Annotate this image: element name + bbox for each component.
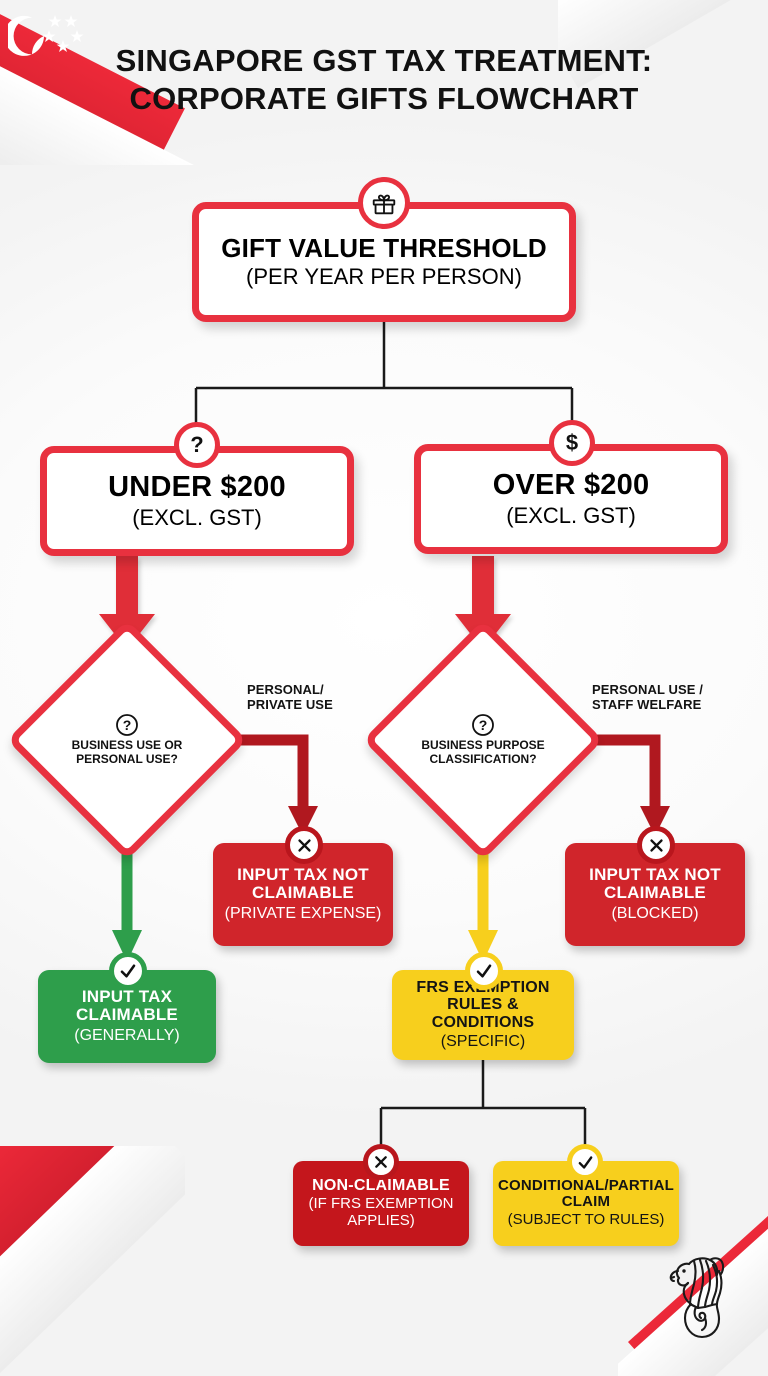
node-conditional-partial-claim-title: CONDITIONAL/PARTIAL CLAIM: [498, 1176, 675, 1211]
branch-label-personal-use-staff-welfare: PERSONAL USE / STAFF WELFARE: [592, 682, 703, 713]
node-over-200-subtitle: (EXCL. GST): [506, 502, 636, 528]
node-gift-value-threshold-title: GIFT VALUE THRESHOLD: [221, 233, 547, 264]
branch-label-personal-private-use: PERSONAL/ PRIVATE USE: [247, 682, 333, 713]
decision-business-or-personal-use-label: BUSINESS USE OR PERSONAL USE?: [71, 738, 183, 766]
cross-icon-badge-private-expense: [285, 826, 323, 864]
node-input-tax-claimable-subtitle: (GENERALLY): [74, 1027, 180, 1045]
decision-business-purpose-classification[interactable]: ? BUSINESS PURPOSE CLASSIFICATION?: [362, 619, 604, 861]
node-input-tax-not-claimable-blocked-title: INPUT TAX NOT CLAIMABLE: [589, 864, 721, 903]
check-icon: [120, 964, 136, 978]
page-title-line-2: CORPORATE GIFTS FLOWCHART: [129, 81, 639, 117]
question-mark-icon-badge-under-200: ?: [174, 422, 220, 468]
page-title-line-1: SINGAPORE GST TAX TREATMENT:: [115, 43, 653, 78]
node-under-200-subtitle: (EXCL. GST): [132, 504, 262, 530]
node-frs-exemption-rules[interactable]: FRS EXEMPTION RULES & CONDITIONS (SPECIF…: [392, 970, 574, 1060]
cross-icon: [649, 838, 663, 852]
question-mark-icon: ?: [472, 714, 494, 737]
check-icon-badge-frs: [465, 952, 503, 990]
node-frs-exemption-rules-subtitle: (SPECIFIC): [440, 1032, 526, 1050]
gift-icon-badge: [358, 177, 410, 229]
decision-business-or-personal-use[interactable]: ? BUSINESS USE OR PERSONAL USE?: [6, 619, 248, 861]
node-gift-value-threshold-subtitle: (PER YEAR PER PERSON): [246, 264, 522, 290]
page-title: SINGAPORE GST TAX TREATMENT: CORPORATE G…: [0, 42, 768, 119]
cross-icon-badge-blocked: [637, 826, 675, 864]
cross-icon: [375, 1156, 387, 1168]
check-icon-badge-claimable: [109, 952, 147, 990]
node-input-tax-not-claimable-private-expense-title: INPUT TAX NOT CLAIMABLE: [237, 864, 369, 903]
question-mark-icon: ?: [190, 432, 204, 457]
check-icon: [476, 964, 492, 978]
check-icon: [578, 1155, 592, 1169]
svg-text:?: ?: [123, 717, 132, 733]
node-input-tax-not-claimable-blocked-subtitle: (BLOCKED): [611, 905, 699, 923]
node-under-200-title: UNDER $200: [108, 470, 286, 503]
node-input-tax-not-claimable-private-expense-subtitle: (PRIVATE EXPENSE): [224, 905, 382, 923]
node-non-claimable-subtitle: (IF FRS EXEMPTION APPLIES): [308, 1195, 454, 1230]
node-input-tax-claimable-title: INPUT TAX CLAIMABLE: [76, 986, 178, 1025]
node-conditional-partial-claim-subtitle: (SUBJECT TO RULES): [507, 1211, 665, 1229]
gift-icon: [372, 194, 396, 215]
node-non-claimable-title: NON-CLAIMABLE: [312, 1177, 450, 1195]
check-icon-badge-conditional: [567, 1144, 603, 1180]
cross-icon: [297, 838, 311, 852]
cross-icon-badge-non-claimable: [363, 1144, 399, 1180]
dollar-sign-icon-badge-over-200: $: [549, 420, 595, 466]
decision-business-purpose-classification-label: BUSINESS PURPOSE CLASSIFICATION?: [421, 738, 545, 766]
node-over-200-title: OVER $200: [492, 468, 650, 501]
svg-text:?: ?: [479, 717, 488, 733]
dollar-sign-icon: $: [565, 430, 579, 455]
merlion-icon: [669, 1257, 725, 1339]
question-mark-icon: ?: [116, 714, 138, 737]
